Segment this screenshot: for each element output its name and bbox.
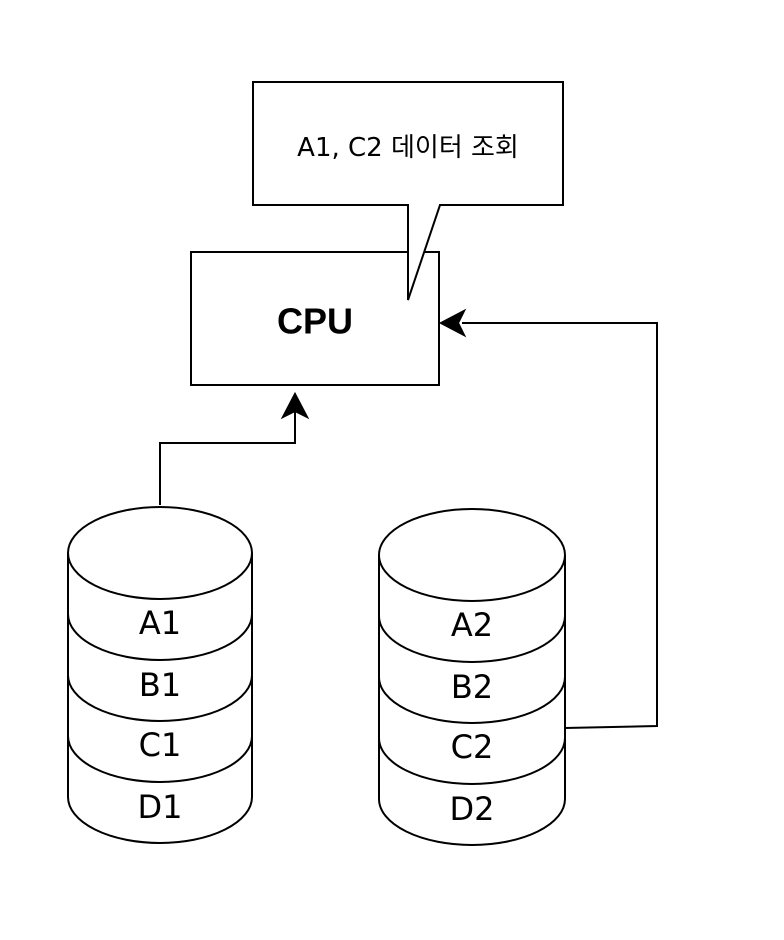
disk2-row-label: A2: [451, 606, 493, 644]
disk2-row-label: C2: [451, 728, 494, 766]
edge-disk1-to-cpu: [159, 391, 310, 505]
edge-disk1-line: [159, 408, 296, 505]
disk-stack-2: A2 B2 C2 D2: [378, 508, 566, 846]
arrowhead-up-icon: [280, 391, 310, 420]
disk2-divider: [378, 737, 566, 785]
query-callout: A1, C2 데이터 조회: [252, 81, 564, 301]
disk1-top-rim: [67, 552, 253, 600]
disk1-body: [67, 506, 253, 844]
disk-stack-1: A1 B1 C1 D1: [67, 506, 253, 844]
edge-disk2-line: [462, 322, 658, 729]
disk1-row-label: A1: [139, 604, 181, 642]
disk2-top-rim: [378, 554, 566, 602]
disk2-body: [378, 508, 566, 846]
disk2-divider: [378, 615, 566, 663]
callout-bubble: [252, 81, 564, 301]
disk1-divider: [67, 674, 253, 722]
disk2-row-label: D2: [450, 790, 495, 828]
disk2-divider: [378, 676, 566, 724]
disk1-row-label: D1: [138, 788, 183, 826]
cpu-node: CPU: [190, 251, 440, 386]
disk1-divider: [67, 735, 253, 783]
arrowhead-left-icon: [438, 308, 467, 338]
disk1-row-label: B1: [139, 666, 181, 704]
disk1-divider: [67, 613, 253, 661]
callout-text: A1, C2 데이터 조회: [297, 133, 519, 163]
cpu-box: [190, 251, 440, 386]
disk2-row-label: B2: [451, 668, 493, 706]
disk1-row-label: C1: [139, 726, 182, 764]
edge-disk2-to-cpu: [438, 308, 658, 729]
cpu-label: CPU: [277, 301, 353, 342]
